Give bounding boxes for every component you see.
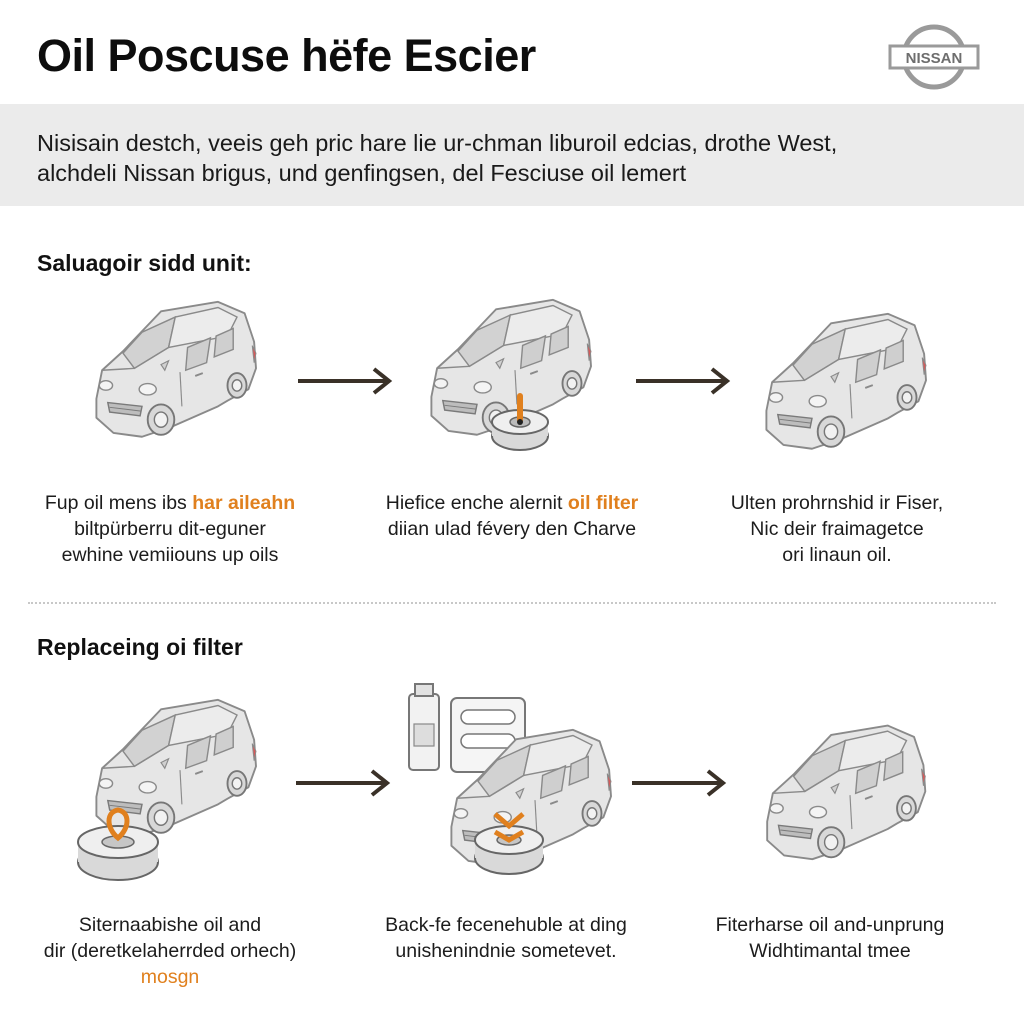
intro-text: Nisisain destch, veeis geh pric hare lie… <box>37 128 997 188</box>
arrow-right-icon <box>298 366 398 396</box>
arrow-right-icon <box>296 768 396 798</box>
section-1-title: Saluagoir sidd unit: <box>37 250 252 276</box>
section-divider <box>28 602 996 604</box>
nissan-logo: NISSAN <box>888 22 980 92</box>
oil-filter-icon <box>77 807 159 881</box>
caption-text: Siternaabishe oil and <box>78 914 262 936</box>
caption-text: Fup oil mens ibs <box>44 492 193 514</box>
caption-text: diian ulad févery den Charve <box>387 518 637 540</box>
caption-highlight: mosgn <box>140 966 200 988</box>
intro-line-2: alchdeli Nissan brigus, und genfingsen, … <box>37 160 687 186</box>
caption-highlight: har aileahn <box>192 492 296 514</box>
caption-highlight: oil filter <box>567 492 639 514</box>
intro-line-1: Nisisain destch, veeis geh pric hare lie… <box>37 130 838 156</box>
step-1-2-illustration <box>420 288 720 458</box>
caption-text: ewhine vemiiouns up oils <box>61 544 279 566</box>
caption-text: ori linaun oil. <box>782 544 892 566</box>
caption-text: Hiefice enche alernit <box>385 492 568 514</box>
caption-text: biltpürberru dit-eguner <box>74 518 266 540</box>
step-1-3-caption: Ulten prohrnshid ir Fiser, Nic deir frai… <box>677 490 997 568</box>
caption-text: Fiterharse oil and-unprung <box>715 914 945 936</box>
intro-band: Nisisain destch, veeis geh pric hare lie… <box>0 104 1024 206</box>
section-2-title: Replaceing oi filter <box>37 634 243 660</box>
step-2-3-caption: Fiterharse oil and-unprung Widhtimantal … <box>670 912 990 964</box>
caption-text: Widhtimantal tmee <box>749 940 911 962</box>
step-2-3-illustration <box>755 718 1024 878</box>
arrow-right-icon <box>636 366 736 396</box>
caption-text: dir (deretkelaherrded orhech) <box>43 940 297 962</box>
step-2-1-caption: Siternaabishe oil and dir (deretkelaherr… <box>10 912 330 990</box>
caption-text: Back-fe fecenehuble at ding <box>385 914 627 936</box>
page-title: Oil Poscuse hëfe Escier <box>37 30 536 81</box>
logo-text: NISSAN <box>906 50 963 67</box>
step-1-2-caption: Hiefice enche alernit oil filter diian u… <box>352 490 672 542</box>
car-illustration <box>755 302 945 472</box>
car-illustration <box>85 290 275 460</box>
arrow-right-icon <box>632 768 732 798</box>
header: Oil Poscuse hëfe Escier NISSAN <box>0 0 1024 104</box>
caption-text: Ulten prohrnshid ir Fiser, <box>730 492 944 514</box>
caption-text: unishenindnie sometevet. <box>395 940 617 962</box>
oil-filter-icon <box>491 393 549 451</box>
car-illustration <box>755 718 945 878</box>
oil-filter-icon <box>474 812 544 875</box>
caption-text: Nic deir fraimagetce <box>750 518 924 540</box>
step-2-1-illustration <box>77 688 385 881</box>
step-2-2-caption: Back-fe fecenehuble at ding unishenindni… <box>346 912 666 964</box>
step-1-1-caption: Fup oil mens ibs har aileahn biltpürberr… <box>10 490 330 568</box>
step-1-3-illustration <box>755 302 1024 472</box>
